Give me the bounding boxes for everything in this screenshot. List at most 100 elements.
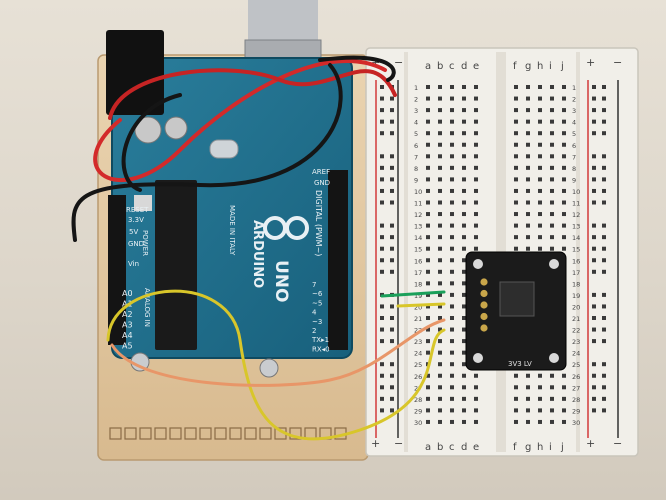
column-letter: a — [425, 61, 431, 72]
rail-minus-bottom-right: − — [613, 437, 622, 450]
breadboard-hole — [562, 85, 566, 89]
row-number: 21 — [572, 315, 580, 323]
rail-plus-bottom-right: + — [586, 437, 595, 450]
digital-pin-label: ~6 — [312, 290, 323, 298]
breadboard-rail-divider — [576, 52, 580, 452]
breadboard-hole — [450, 373, 454, 378]
breadboard-hole — [426, 85, 430, 89]
breadboard-hole — [514, 96, 518, 101]
rail-hole — [380, 246, 384, 251]
breadboard-hole — [450, 223, 454, 228]
rail-hole — [380, 235, 384, 240]
rail-hole — [602, 269, 606, 274]
rail-plus-top-right: + — [586, 56, 595, 69]
row-number: 18 — [414, 280, 422, 288]
breadboard-hole — [462, 131, 466, 136]
breadboard-hole — [426, 269, 430, 274]
digital-pin-label: 7 — [312, 281, 316, 289]
rail-hole — [592, 223, 596, 228]
column-letter: e — [473, 442, 479, 453]
rail-hole — [602, 396, 606, 401]
breadboard-hole — [462, 212, 466, 217]
rail-hole — [380, 200, 384, 205]
rail-hole — [592, 269, 596, 274]
breadboard-hole — [514, 419, 518, 424]
rail-hole — [602, 235, 606, 240]
breadboard-hole — [474, 154, 478, 159]
row-number: 27 — [572, 384, 580, 392]
row-number: 2 — [414, 96, 418, 104]
breadboard-hole — [462, 142, 466, 147]
engraved-icon — [109, 427, 122, 440]
rail-hole — [390, 373, 394, 378]
engraved-icon — [184, 427, 197, 440]
rail-hole — [390, 396, 394, 401]
rail-hole — [592, 339, 596, 344]
row-number: 18 — [572, 280, 580, 288]
analog-pin-label: A3 — [122, 321, 133, 330]
row-number: 4 — [572, 119, 576, 127]
breadboard-hole — [550, 85, 554, 89]
breadboard-hole — [426, 188, 430, 193]
breadboard-hole — [562, 154, 566, 159]
breadboard-hole — [462, 362, 466, 367]
row-number: 8 — [414, 165, 418, 173]
breadboard-hole — [438, 408, 442, 413]
rail-hole — [592, 327, 596, 332]
breadboard-hole — [450, 177, 454, 182]
breadboard-hole — [538, 235, 542, 240]
breadboard-hole — [426, 142, 430, 147]
breadboard-hole — [526, 200, 530, 205]
digital-pin-label: ~5 — [312, 299, 322, 307]
breadboard-hole — [462, 339, 466, 344]
breadboard-hole — [526, 408, 530, 413]
column-letter: g — [525, 61, 531, 72]
row-number: 14 — [572, 234, 580, 242]
breadboard-hole — [538, 142, 542, 147]
row-number: 13 — [414, 223, 422, 231]
breadboard-hole — [526, 142, 530, 147]
row-number: 20 — [572, 303, 580, 311]
digital-pin-label: ~3 — [312, 318, 322, 326]
rail-hole — [592, 246, 596, 251]
breadboard-hole — [426, 408, 430, 413]
breadboard-hole — [474, 223, 478, 228]
breadboard-hole — [462, 350, 466, 355]
reset-button[interactable] — [134, 195, 152, 211]
breadboard-hole — [562, 200, 566, 205]
row-number: 14 — [414, 234, 422, 242]
row-number: 7 — [414, 153, 418, 161]
breadboard-hole — [514, 188, 518, 193]
row-number: 9 — [572, 176, 576, 184]
breadboard-hole — [462, 188, 466, 193]
breadboard-hole — [514, 142, 518, 147]
breadboard-rail-divider — [404, 52, 408, 452]
yellow-wire — [106, 289, 446, 441]
rail-hole — [602, 304, 606, 309]
breadboard-hole — [426, 154, 430, 159]
row-number: 12 — [572, 211, 580, 219]
pin-vin-label: Vin — [128, 260, 139, 268]
breadboard-hole — [562, 177, 566, 182]
row-number: 20 — [414, 303, 422, 311]
rail-plus-bottom-left: + — [371, 437, 380, 450]
red-wire — [108, 68, 397, 120]
breadboard-hole — [438, 304, 442, 309]
model-label: UNO — [271, 260, 291, 302]
breadboard-hole — [438, 316, 442, 320]
rail-hole — [380, 304, 384, 309]
breadboard-hole — [538, 119, 542, 124]
breadboard-hole — [474, 165, 478, 170]
breadboard-hole — [474, 385, 478, 390]
breadboard-hole — [450, 339, 454, 344]
rail-minus-top-right: − — [613, 56, 622, 69]
breadboard-hole — [426, 316, 430, 320]
breadboard-hole — [562, 235, 566, 240]
rail-hole — [390, 304, 394, 309]
breadboard-hole — [462, 246, 466, 251]
breadboard-hole — [562, 385, 566, 390]
rail-hole — [602, 165, 606, 170]
breadboard-hole — [514, 85, 518, 89]
breadboard-hole — [514, 131, 518, 136]
